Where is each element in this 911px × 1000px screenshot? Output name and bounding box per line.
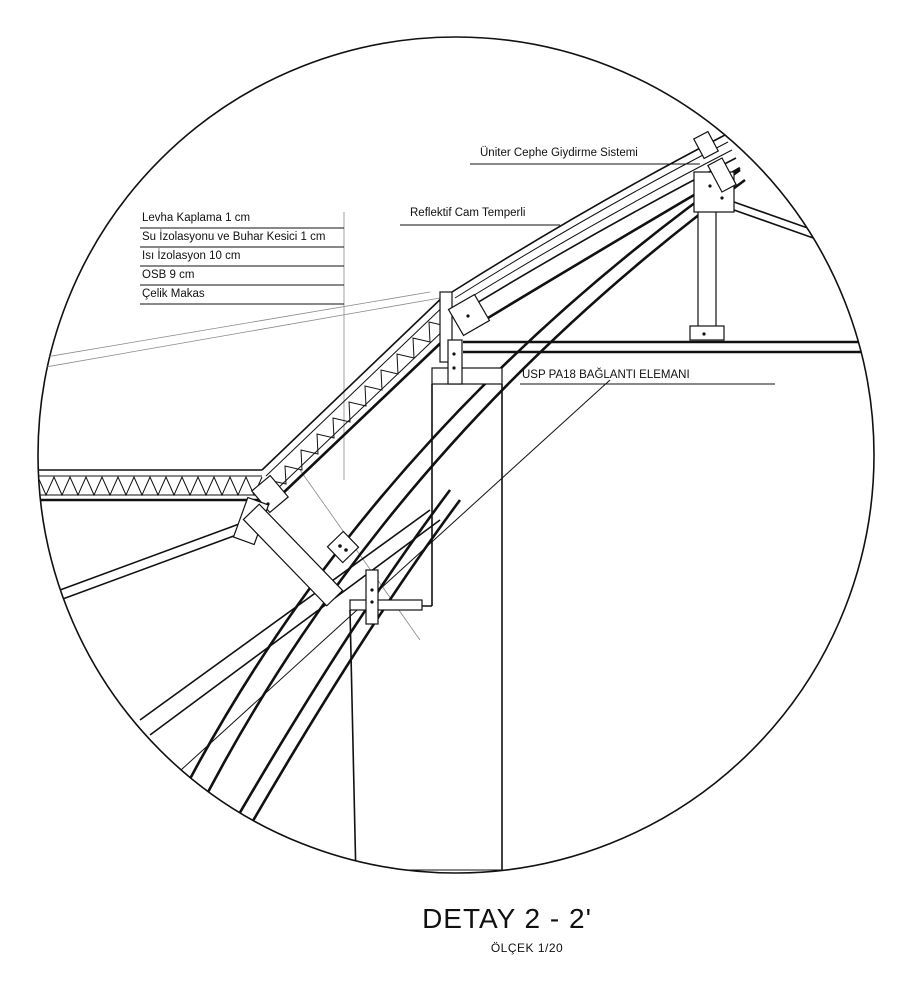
steel-ribs bbox=[59, 168, 746, 873]
label-layer-1: Levha Kaplama 1 cm bbox=[142, 212, 250, 224]
vertical-post bbox=[689, 171, 735, 341]
label-uniter: Üniter Cephe Giydirme Sistemi bbox=[480, 147, 638, 159]
inclined-panel bbox=[261, 291, 453, 497]
flat-roof bbox=[38, 469, 263, 502]
label-layer-4: OSB 9 cm bbox=[142, 269, 194, 281]
leader-lines bbox=[140, 163, 775, 385]
label-layer-2: Su İzolasyonu ve Buhar Kesici 1 cm bbox=[142, 230, 325, 243]
usp-connectors bbox=[232, 130, 737, 625]
detail-title: DETAY 2 - 2' bbox=[422, 903, 592, 934]
detail-scale: ÖLÇEK 1/20 bbox=[491, 941, 563, 955]
label-reflektif: Reflektif Cam Temperli bbox=[410, 207, 525, 219]
detail-circle bbox=[37, 36, 875, 874]
label-layer-5: Çelik Makas bbox=[142, 288, 205, 300]
section-geometry bbox=[38, 130, 871, 873]
label-usp: USP PA18 BAĞLANTI ELEMANI bbox=[522, 368, 690, 381]
label-layer-3: Isı İzolasyon 10 cm bbox=[142, 249, 240, 262]
